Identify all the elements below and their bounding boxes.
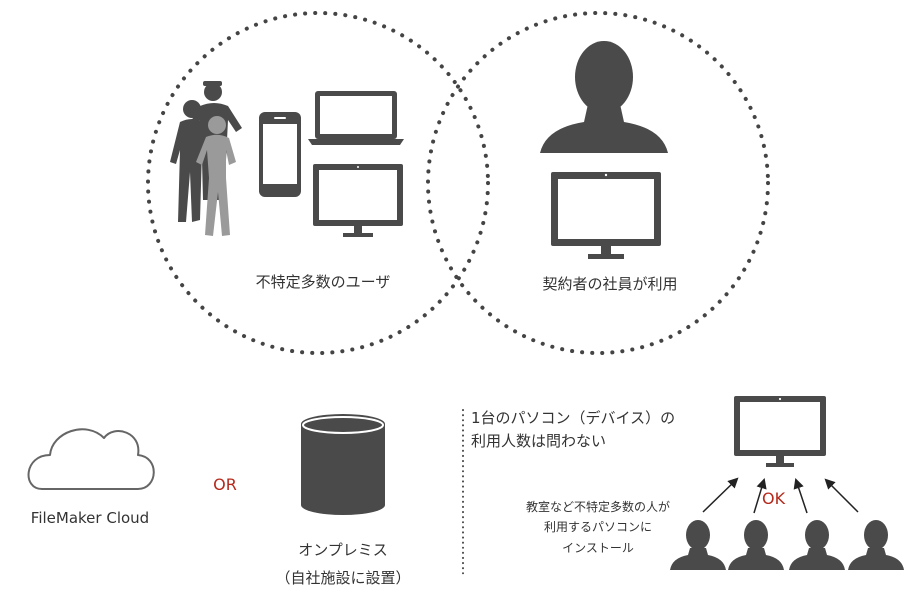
- venn-left-circle: [146, 11, 490, 355]
- venn-left-label: 不特定多数のユーザ: [255, 273, 391, 291]
- person-silhouette-icon: [540, 41, 668, 153]
- arrow-icon: [753, 477, 767, 514]
- smartphone-icon: [259, 112, 301, 197]
- venn-right-circle: [426, 11, 770, 355]
- arrow-icon: [824, 478, 859, 513]
- person-silhouette-icon: [728, 520, 784, 570]
- onpremise-sublabel: （自社施設に設置）: [275, 569, 411, 587]
- arrow-icon: [793, 478, 808, 514]
- cloud-label: FileMaker Cloud: [30, 509, 150, 527]
- classroom-note: 教室など不特定多数の人が 利用するパソコンに インストール: [488, 497, 708, 558]
- classroom-note-line1: 教室など不特定多数の人が: [525, 500, 670, 514]
- desktop-monitor-icon: [734, 396, 826, 467]
- or-label: OR: [213, 475, 237, 494]
- desktop-monitor-icon: [313, 164, 403, 237]
- device-note: 1台のパソコン（デバイス）の 利用人数は問わない: [471, 407, 675, 454]
- device-note-line1: 1台のパソコン（デバイス）の: [471, 409, 676, 427]
- classroom-note-line3: インストール: [562, 540, 634, 555]
- onpremise-label: オンプレミス: [298, 541, 388, 559]
- laptop-icon: [308, 91, 404, 145]
- desktop-monitor-icon: [551, 172, 661, 259]
- classroom-note-line2: 利用するパソコンに: [543, 520, 652, 535]
- person-silhouette-icon: [789, 520, 845, 570]
- arrow-icon: [702, 477, 739, 513]
- ok-label: OK: [762, 489, 786, 508]
- database-cylinder-icon: [301, 414, 385, 515]
- venn-right-label: 契約者の社員が利用: [542, 275, 678, 293]
- people-group-icon: [170, 81, 242, 236]
- cloud-icon: [27, 428, 155, 490]
- person-silhouette-icon: [670, 520, 726, 570]
- device-note-line2: 利用人数は問わない: [471, 432, 607, 451]
- person-silhouette-icon: [848, 520, 904, 570]
